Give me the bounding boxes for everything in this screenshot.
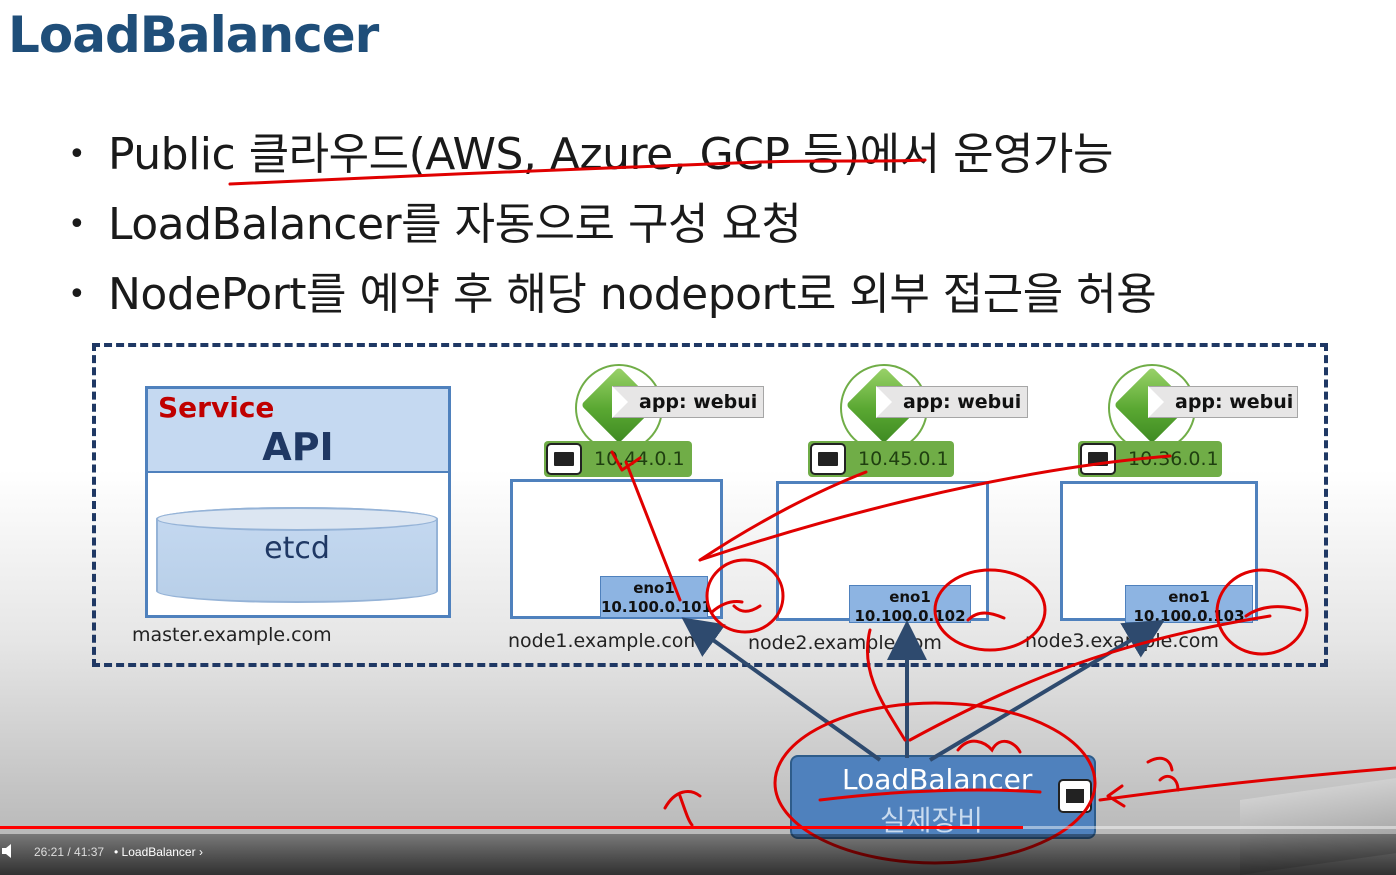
bullet-item: • Public 클라우드(AWS, Azure, GCP 등)에서 운영가능 (68, 122, 1156, 192)
video-progress-bar[interactable] (0, 826, 1396, 829)
network-port-icon (1080, 443, 1116, 475)
pod-ip-text: 10.45.0.1 (858, 448, 949, 470)
bullet-text: LoadBalancer를 자동으로 구성 요청 (108, 199, 802, 250)
api-server-header: Service API (148, 389, 448, 473)
bullet-text: NodePort를 예약 후 해당 nodeport로 외부 접근을 허용 (108, 269, 1157, 320)
chapter-title: LoadBalancer (121, 845, 196, 859)
loadbalancer-sub-label: 실제장비 (880, 804, 984, 837)
bullet-item: • NodePort를 예약 후 해당 nodeport로 외부 접근을 허용 (68, 262, 1157, 332)
video-time-display: 26:21 / 41:37 (34, 845, 105, 859)
bullet-dot-icon: • (68, 137, 86, 172)
slide-title: LoadBalancer (8, 6, 379, 64)
chevron-right-icon: › (198, 845, 203, 859)
bullet-dot-icon: • (68, 277, 86, 312)
node1-pod-ip: 10.44.0.1 (544, 441, 692, 477)
network-port-icon (546, 443, 582, 475)
chapter-title-button[interactable]: • LoadBalancer › (114, 845, 203, 859)
node1-app-label: app: webui (612, 386, 764, 418)
pod-ip-text: 10.36.0.1 (1128, 448, 1219, 470)
chapter-bullet-icon: • (114, 845, 119, 859)
service-label: Service (158, 391, 275, 424)
etcd-cylinder: etcd (156, 507, 438, 603)
network-port-icon (810, 443, 846, 475)
hand-annotation (228, 158, 1396, 865)
bullet-item: • LoadBalancer를 자동으로 구성 요청 (68, 192, 1156, 262)
node3-app-label: app: webui (1148, 386, 1298, 418)
bullet-list: • Public 클라우드(AWS, Azure, GCP 등)에서 운영가능 •… (68, 122, 1157, 332)
node2-app-label: app: webui (876, 386, 1028, 418)
cluster-boundary (92, 343, 1328, 667)
api-label: API (262, 425, 334, 469)
network-port-icon (1058, 779, 1092, 813)
etcd-cylinder-top (156, 507, 438, 531)
node2-pod-ip: 10.45.0.1 (808, 441, 954, 477)
video-progress-fill (0, 826, 1024, 829)
node1-host-label: node1.example.com (508, 630, 702, 652)
eno-ip: 10.100.0.101 (601, 598, 713, 616)
volume-icon[interactable] (0, 842, 18, 862)
player-control-bar (0, 834, 1396, 875)
eno-label: eno1 (1168, 588, 1210, 606)
node1-eno: eno1 10.100.0.101 (600, 576, 713, 618)
eno-label: eno1 (889, 588, 931, 606)
eno-label: eno1 (633, 579, 675, 597)
etcd-label: etcd (264, 531, 330, 566)
bullet-text: Public 클라우드(AWS, Azure, GCP 등)에서 운영가능 (108, 129, 1114, 180)
lb-to-node3-arrow (928, 619, 1165, 762)
lb-to-node1-arrow (681, 617, 882, 762)
bullet-dot-icon: • (68, 207, 86, 242)
master-host-label: master.example.com (132, 624, 332, 646)
master-node-box: Service API etcd (145, 386, 451, 618)
